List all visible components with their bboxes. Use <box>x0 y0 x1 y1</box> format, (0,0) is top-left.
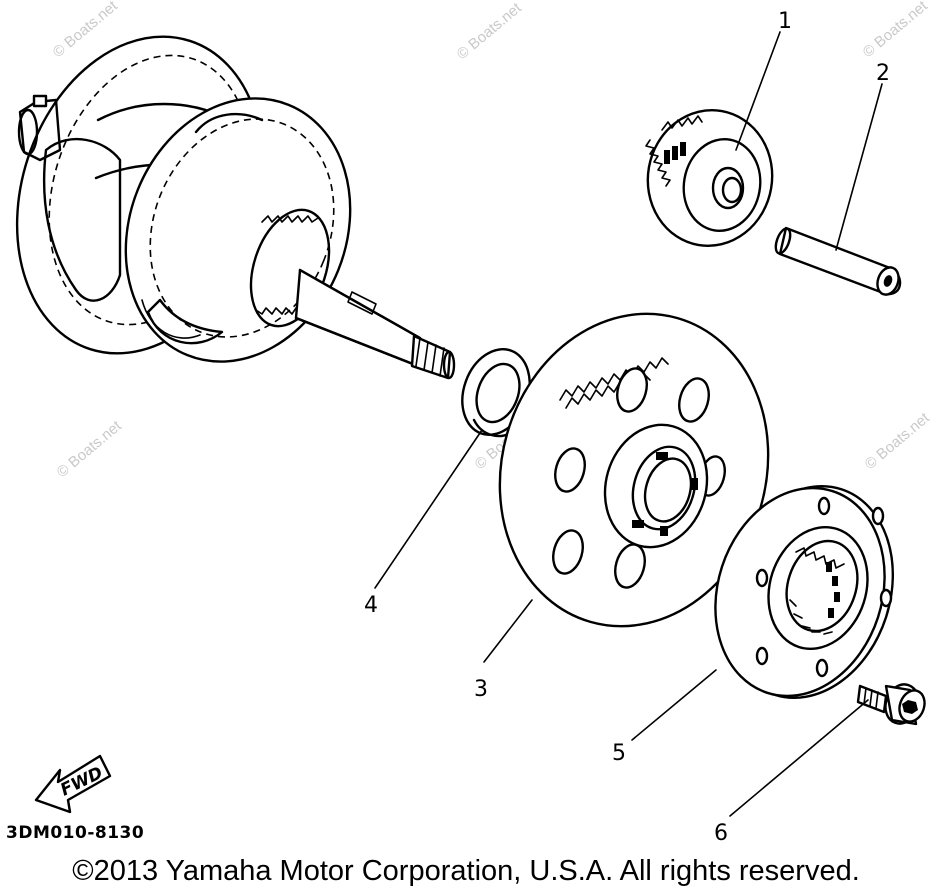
part-2-idle-gear-shaft <box>774 226 902 296</box>
part-4-washer <box>461 348 531 438</box>
callout-3: 3 <box>474 677 488 702</box>
diagram-code: 3DM010-8130 <box>6 823 144 843</box>
callout-2: 2 <box>876 61 890 86</box>
callout-4: 4 <box>364 593 378 618</box>
crankshaft <box>15 35 456 380</box>
part-5-starter-clutch <box>714 485 895 699</box>
copyright-notice: ©2013 Yamaha Motor Corporation, U.S.A. A… <box>72 855 860 887</box>
callout-1: 1 <box>778 9 792 34</box>
watermark: © Boats.net <box>54 417 126 481</box>
watermark: © Boats.net <box>860 0 932 61</box>
part-1-idle-gear <box>645 108 774 248</box>
watermark: © Boats.net <box>454 0 526 63</box>
leader-lines <box>374 31 883 817</box>
part-6-bolt <box>856 683 926 726</box>
forward-direction-arrow: FWD <box>34 754 112 814</box>
callout-5: 5 <box>612 741 626 766</box>
watermark: © Boats.net <box>862 409 933 473</box>
callout-6: 6 <box>714 821 728 846</box>
part-3-starter-wheel-gear <box>498 312 770 628</box>
